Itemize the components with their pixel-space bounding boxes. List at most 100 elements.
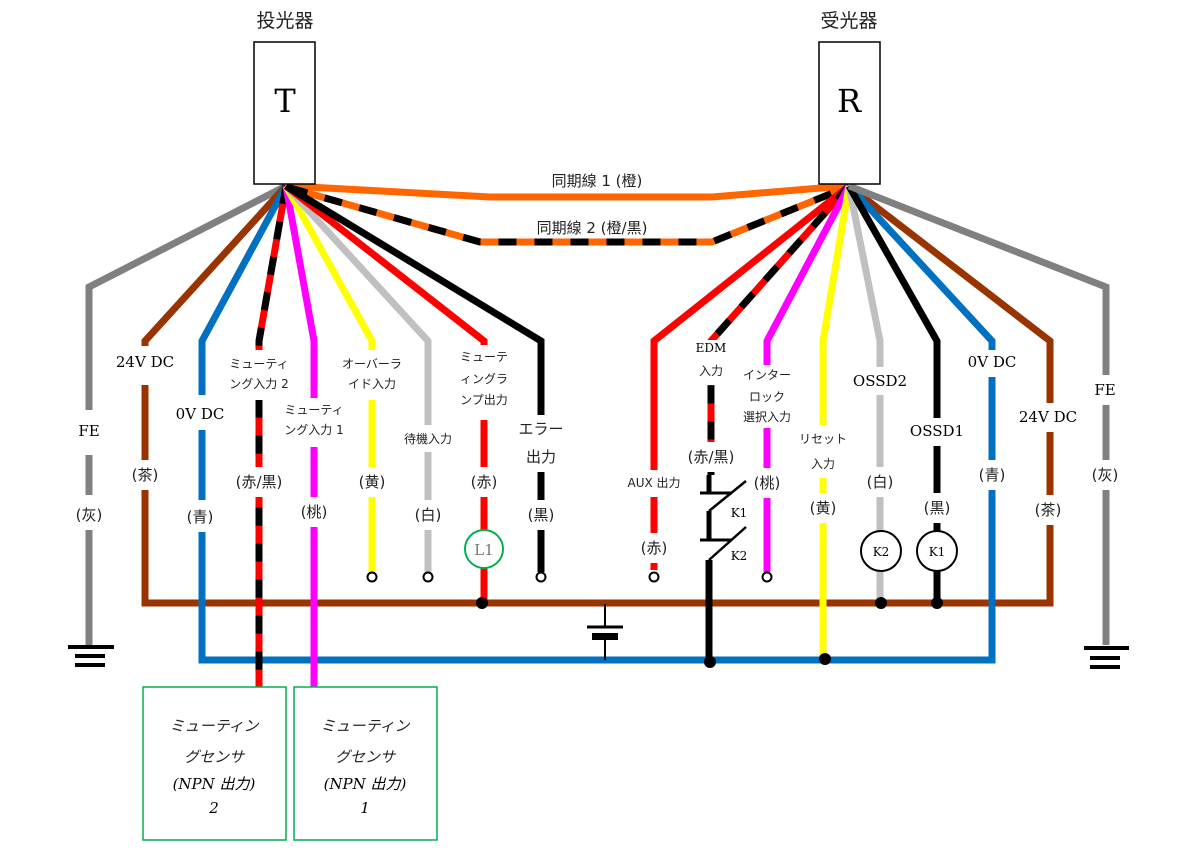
label-gap <box>308 398 320 447</box>
label-gap <box>761 468 773 498</box>
label-24v-left: 24V DC <box>116 353 174 371</box>
label-gap <box>196 500 208 532</box>
color-muting2: (赤/黒) <box>236 473 283 491</box>
label-error-l2: 出力 <box>526 448 556 466</box>
relay-k2-label: K2 <box>873 545 890 559</box>
label-gap <box>535 500 547 530</box>
wire-reset <box>819 185 853 660</box>
label-24v-right: 24V DC <box>1019 408 1077 426</box>
terminal-standby <box>422 571 434 583</box>
color-interlock: (桃) <box>754 474 781 492</box>
relay-coil-k2: K2 <box>860 530 902 572</box>
label-lamp-l1: ミューテ <box>460 350 508 364</box>
label-gap <box>478 345 490 420</box>
label-gap <box>196 395 208 430</box>
label-gap <box>83 410 95 455</box>
color-override: (黄) <box>359 473 386 491</box>
label-gap <box>648 533 660 563</box>
label-gap <box>139 460 151 490</box>
label-gap <box>535 415 547 472</box>
emitter-letter: T <box>274 82 296 120</box>
marks-layer <box>366 571 943 668</box>
sensor-2-line3: (NPN 出力) <box>173 775 256 793</box>
wire-error <box>284 183 545 572</box>
label-0v-left: 0V DC <box>176 405 225 423</box>
sync-line-2 <box>289 184 847 246</box>
sync-line-1-label: 同期線 1 (橙) <box>552 172 643 190</box>
label-gap <box>817 493 829 523</box>
wires-layer <box>83 182 1112 687</box>
label-gap <box>931 493 943 523</box>
label-interlock-l3: 選択入力 <box>743 410 791 424</box>
color-standby: (白) <box>415 506 442 524</box>
receiver-title: 受光器 <box>820 10 877 32</box>
sensor-1-line4: 1 <box>360 799 370 817</box>
lamp-circle <box>464 529 504 569</box>
sync-line-1 <box>289 182 846 201</box>
label-fe-left: FE <box>78 422 99 440</box>
color-fe-left: (灰) <box>76 506 103 524</box>
relay-k1-circle <box>916 530 958 572</box>
label-fe-right: FE <box>1094 381 1115 399</box>
label-gap <box>986 350 998 377</box>
sensor-2-line2: グセンサ <box>184 748 245 766</box>
ground-right-icon <box>1084 646 1129 669</box>
label-lamp-l3: ンプ出力 <box>460 393 508 407</box>
wire-muting1 <box>282 185 318 687</box>
label-gap <box>761 365 773 428</box>
edm-contacts: K1 K2 <box>700 475 747 563</box>
label-gap <box>253 350 265 400</box>
labels-layer: FE (灰) 24V DC (茶) 0V DC (青) ミューティ ング入力 2… <box>76 341 1119 557</box>
sensor-2-line4: 2 <box>208 799 219 817</box>
label-0v-right: 0V DC <box>968 353 1017 371</box>
junction-ossd1-24v <box>931 597 943 609</box>
terminal-override <box>366 571 378 583</box>
label-error-l1: エラー <box>518 420 563 438</box>
label-gap <box>931 418 943 446</box>
label-gap <box>817 425 829 478</box>
label-gap <box>308 497 320 527</box>
color-aux: (赤) <box>641 539 668 557</box>
emitter-title: 投光器 <box>256 10 313 32</box>
label-muting1-l1: ミューティ <box>284 403 343 417</box>
label-muting2-l2: ング入力 2 <box>229 377 288 391</box>
wire-standby <box>283 183 432 572</box>
color-0v-left: (青) <box>187 508 214 526</box>
sensor-2-box <box>142 686 287 841</box>
label-gap <box>705 442 717 472</box>
color-24v-left: (茶) <box>132 466 159 484</box>
sensor-1-line3: (NPN 出力) <box>324 775 407 793</box>
contact-k2-blade <box>708 526 747 561</box>
label-aux: AUX 出力 <box>627 476 680 490</box>
color-edm: (赤/黒) <box>688 448 735 466</box>
label-gap <box>366 467 378 497</box>
color-0v-right: (青) <box>979 466 1006 484</box>
lamp-label: L1 <box>474 541 494 559</box>
lamp-l1: L1 <box>464 529 504 569</box>
receiver-letter: R <box>837 82 862 120</box>
label-standby: 待機入力 <box>404 431 452 446</box>
wire-0v-bus <box>198 183 996 664</box>
label-gap <box>1100 460 1112 490</box>
label-override-l1: オーバーラ <box>342 357 402 371</box>
label-gap <box>874 367 886 395</box>
wire-fe-right <box>847 182 1110 645</box>
terminal-interlock <box>761 571 773 583</box>
label-gap <box>986 460 998 490</box>
label-muting2-l1: ミューティ <box>229 357 288 371</box>
contact-k2-label: K2 <box>731 549 748 563</box>
label-gap <box>83 495 95 530</box>
relay-k2-circle <box>860 530 902 572</box>
emitter: 投光器 T <box>253 10 316 185</box>
label-edm-l2: 入力 <box>699 364 723 378</box>
label-gap <box>478 467 490 497</box>
color-ossd1: (黒) <box>924 499 951 517</box>
label-override-l2: イド入力 <box>348 377 396 391</box>
contact-k1-label: K1 <box>731 506 748 520</box>
power-supply <box>587 604 623 660</box>
wire-ossd2 <box>845 185 884 603</box>
label-gap <box>874 467 886 497</box>
label-gap <box>1042 403 1054 432</box>
label-interlock-l2: ロック <box>749 390 785 404</box>
junction-reset-0v <box>819 653 831 665</box>
